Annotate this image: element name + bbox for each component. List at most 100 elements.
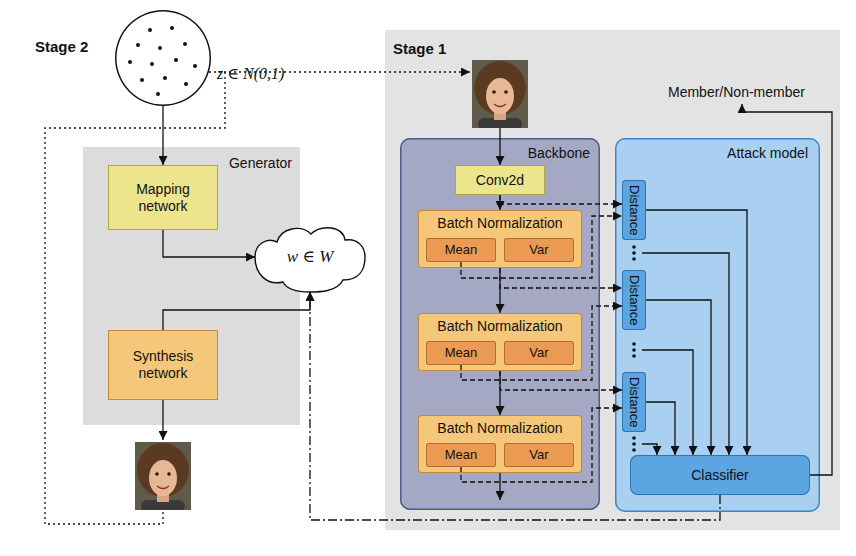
latent-circle: z ∈ N(0,1) bbox=[115, 10, 211, 106]
node-label: Backbone bbox=[528, 145, 590, 162]
connector-arrow bbox=[163, 230, 255, 257]
node-label: Var bbox=[529, 242, 548, 258]
distance-box: Distance bbox=[622, 180, 646, 240]
node-label: Mapping network bbox=[108, 181, 218, 215]
mouth bbox=[157, 486, 169, 489]
connector-arrow bbox=[499, 371, 500, 415]
node-label: Var bbox=[529, 345, 548, 361]
dot bbox=[632, 436, 636, 440]
node-label: Conv2d bbox=[476, 172, 524, 189]
ellipsis-wire bbox=[642, 444, 657, 455]
neck bbox=[494, 108, 506, 120]
node-label: Var bbox=[529, 447, 548, 463]
connector-arrow bbox=[646, 402, 675, 455]
face-image bbox=[472, 60, 528, 128]
dot bbox=[148, 28, 152, 32]
shirt bbox=[141, 500, 185, 510]
dot bbox=[632, 442, 636, 446]
shirt bbox=[478, 118, 522, 128]
connector-layer bbox=[163, 106, 747, 520]
connector-arrow bbox=[461, 216, 622, 278]
cloud-shape bbox=[255, 228, 365, 292]
dot bbox=[156, 92, 160, 96]
node-label: Distance bbox=[626, 275, 642, 326]
stage-title: Stage 2 bbox=[35, 38, 88, 55]
dot bbox=[632, 342, 636, 346]
neck bbox=[157, 490, 169, 502]
output-label: Member/Non-member bbox=[668, 84, 805, 100]
dot bbox=[140, 78, 144, 82]
stat-box: Var bbox=[504, 443, 574, 467]
hair bbox=[137, 443, 189, 497]
stat-box: Mean bbox=[426, 238, 496, 262]
dot bbox=[632, 245, 636, 249]
node-label: Classifier bbox=[691, 467, 749, 484]
dot bbox=[136, 43, 140, 47]
connector-arrow bbox=[646, 300, 711, 455]
layer-box: Conv2d bbox=[455, 165, 545, 195]
connector-arrow bbox=[500, 371, 622, 390]
node-label: Mean bbox=[445, 242, 478, 258]
distance-box: Distance bbox=[622, 372, 646, 432]
node-label: z ∈ N(0,1) bbox=[217, 64, 284, 83]
dot bbox=[632, 354, 636, 358]
classifier-box: Classifier bbox=[630, 455, 810, 495]
dot bbox=[632, 257, 636, 261]
dot bbox=[184, 82, 188, 86]
dot bbox=[174, 58, 178, 62]
sample-wire bbox=[209, 71, 470, 72]
dot bbox=[170, 26, 174, 30]
ellipsis-wire bbox=[642, 253, 729, 455]
output-wire bbox=[162, 400, 163, 440]
connector-arrow bbox=[163, 292, 310, 330]
backbone-group: BackboneConv2dBatch NormalizationMeanVar… bbox=[400, 138, 600, 510]
latent-dots bbox=[128, 26, 197, 96]
stat-box: Var bbox=[504, 341, 574, 365]
node-label: Stage 1 bbox=[393, 40, 446, 58]
connector-arrow bbox=[461, 408, 622, 482]
node-label: Batch Normalization bbox=[418, 420, 582, 437]
face bbox=[486, 78, 514, 114]
node-label: Mean bbox=[445, 447, 478, 463]
connector-arrow bbox=[499, 268, 500, 313]
node-label: Batch Normalization bbox=[418, 215, 582, 232]
dot bbox=[128, 60, 132, 64]
bn-box: Batch NormalizationMean Var bbox=[418, 313, 582, 371]
dot bbox=[163, 76, 167, 80]
ellipsis-dots bbox=[632, 245, 636, 452]
dot bbox=[632, 448, 636, 452]
eye bbox=[504, 90, 508, 94]
face-image bbox=[135, 442, 191, 510]
connector-arrow bbox=[461, 306, 622, 380]
dot bbox=[632, 348, 636, 352]
node-label: Attack model bbox=[727, 145, 808, 162]
stat-box: Mean bbox=[426, 341, 496, 365]
connector-arrow bbox=[310, 292, 720, 520]
eye bbox=[167, 472, 171, 476]
feedback-wire bbox=[45, 72, 225, 524]
eye bbox=[492, 90, 496, 94]
dot bbox=[183, 42, 187, 46]
photo-background bbox=[135, 442, 191, 510]
bn-box: Batch NormalizationMean Var bbox=[418, 415, 582, 473]
latent-cloud: w ∈ W bbox=[255, 222, 365, 292]
ellipsis-wire bbox=[642, 350, 693, 455]
result-wire bbox=[742, 104, 832, 475]
stat-box: Mean bbox=[426, 443, 496, 467]
eye bbox=[155, 472, 159, 476]
attack-model-group: Attack modelDistanceDistanceDistanceClas… bbox=[615, 138, 820, 512]
output-wire bbox=[499, 473, 500, 500]
node-label: Generator bbox=[229, 155, 292, 172]
dot bbox=[193, 64, 197, 68]
photo-background bbox=[472, 60, 528, 128]
connector-arrow bbox=[500, 195, 622, 204]
node-label: Batch Normalization bbox=[418, 318, 582, 335]
mouth bbox=[494, 104, 506, 107]
generator-group: GeneratorMapping networkSynthesis networ… bbox=[83, 147, 300, 425]
dot bbox=[158, 46, 162, 50]
node-label: w ∈ W bbox=[287, 247, 334, 267]
process-box: Mapping network bbox=[108, 165, 218, 230]
dot bbox=[632, 251, 636, 255]
connector-arrow bbox=[500, 268, 622, 288]
